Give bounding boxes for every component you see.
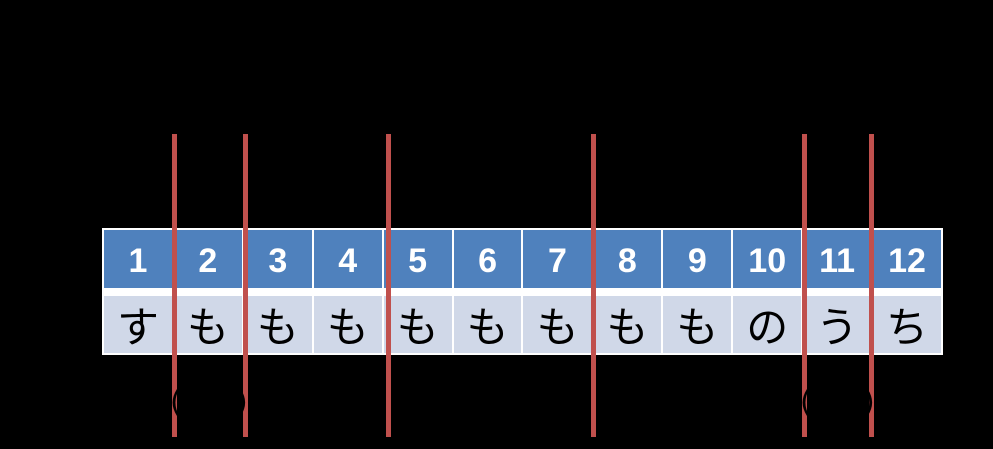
char-cell-10: の: [733, 296, 802, 353]
char-cell-11: う: [803, 296, 872, 353]
close-paren-annotation-1: ): [236, 385, 248, 420]
header-cell-6: 6: [453, 230, 522, 288]
open-paren-annotation-1: (: [170, 385, 182, 420]
header-cell-5: 5: [383, 230, 452, 288]
segment-boundary-line-2: [243, 134, 248, 437]
header-cell-1: 1: [104, 230, 172, 288]
char-cell-3: も: [243, 296, 312, 353]
header-cell-12: 12: [873, 230, 941, 288]
segment-boundary-line-5: [802, 134, 807, 437]
header-cell-10: 10: [733, 230, 802, 288]
close-paren-annotation-2: ): [863, 385, 875, 420]
segment-boundary-line-3: [386, 134, 391, 437]
segment-boundary-line-1: [172, 134, 177, 437]
char-cell-2: も: [173, 296, 242, 353]
header-cell-9: 9: [663, 230, 732, 288]
char-cell-6: も: [453, 296, 522, 353]
header-cell-3: 3: [243, 230, 312, 288]
header-cell-8: 8: [593, 230, 662, 288]
segment-boundary-line-6: [869, 134, 874, 437]
char-cell-9: も: [663, 296, 732, 353]
header-cell-2: 2: [173, 230, 242, 288]
char-cell-4: も: [313, 296, 382, 353]
char-cell-12: ち: [873, 296, 941, 353]
char-cell-1: す: [104, 296, 172, 353]
header-cell-11: 11: [803, 230, 872, 288]
char-cell-5: も: [383, 296, 452, 353]
char-cell-7: も: [523, 296, 592, 353]
segment-boundary-line-4: [591, 134, 596, 437]
character-index-table: 1 2 3 4 5 6 7 8 9 10 11 12 す も も も も も も…: [102, 228, 943, 355]
header-cell-4: 4: [313, 230, 382, 288]
open-paren-annotation-2: (: [800, 385, 812, 420]
char-cell-8: も: [593, 296, 662, 353]
header-cell-7: 7: [523, 230, 592, 288]
